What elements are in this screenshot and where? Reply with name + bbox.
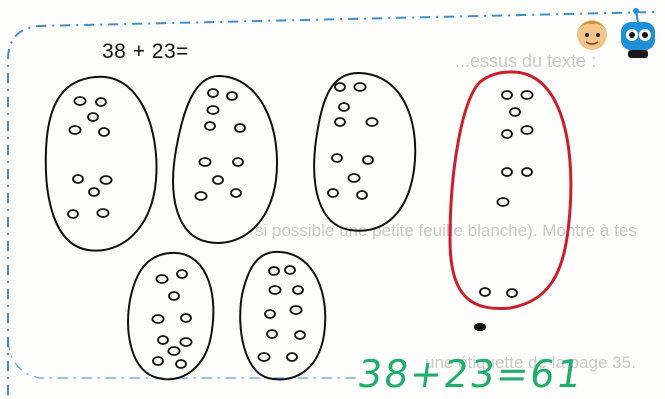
counter-dot — [522, 168, 532, 176]
counter-dot — [521, 91, 532, 99]
counter-dot — [97, 209, 108, 217]
answer-text: 38+23=61 — [355, 352, 586, 396]
counter-dot — [88, 113, 98, 121]
counter-dot — [332, 154, 342, 162]
counter-dot — [497, 198, 508, 206]
counter-dot — [100, 176, 111, 184]
counter-dot — [269, 286, 280, 294]
counter-dot — [366, 118, 377, 126]
counter-dot — [156, 275, 167, 283]
counter-dot — [335, 118, 345, 126]
ink-blob — [474, 323, 486, 331]
counter-dot — [153, 357, 163, 365]
counter-dot — [363, 156, 373, 164]
counter-dot — [169, 292, 179, 300]
ten-group-3 — [314, 73, 415, 231]
counter-dot — [227, 92, 237, 100]
counter-dot — [521, 126, 532, 134]
ten-group-5 — [240, 252, 325, 380]
counter-dot — [235, 124, 245, 132]
counter-dot — [89, 188, 99, 196]
counter-dot — [269, 267, 279, 275]
counter-dot — [208, 89, 218, 97]
counter-dot — [339, 103, 349, 111]
counter-dot — [265, 310, 275, 318]
counter-dot — [176, 360, 186, 368]
ten-group-4 — [128, 253, 213, 379]
counter-dot — [285, 266, 295, 274]
boy-face-icon — [577, 20, 607, 50]
counter-dot — [287, 353, 297, 361]
counter-dot — [180, 338, 191, 346]
counter-dot — [258, 353, 269, 361]
units-red-loop — [450, 72, 571, 309]
counter-dot — [207, 106, 218, 114]
counter-dot — [267, 330, 277, 338]
counter-dot — [205, 122, 215, 130]
counter-dot — [354, 83, 365, 91]
counter-dot — [177, 270, 187, 278]
faint-line-2: si possible une petite feuille blanche).… — [255, 221, 637, 240]
counter-dot — [502, 130, 512, 138]
counter-dot — [69, 126, 80, 134]
counter-dot — [74, 97, 85, 105]
counter-dot — [502, 168, 512, 176]
counter-dot — [158, 336, 168, 344]
counter-dot — [290, 306, 301, 314]
counter-dot — [96, 98, 106, 106]
ten-group-2 — [173, 76, 277, 243]
counter-dot — [181, 314, 191, 322]
counter-dot — [231, 189, 241, 197]
counter-dot — [357, 191, 367, 199]
counter-dot — [168, 347, 179, 355]
counter-dot — [152, 315, 163, 323]
counter-dot — [213, 176, 223, 184]
ten-group-1 — [46, 77, 157, 251]
problem-text: 38 + 23= — [102, 40, 189, 64]
counter-dot — [510, 108, 520, 116]
counter-dot — [195, 192, 206, 200]
counter-dot — [99, 128, 109, 136]
robot-mascot-icon — [621, 8, 655, 58]
counter-dot — [73, 175, 83, 183]
counter-dot — [295, 331, 305, 339]
counter-dot — [328, 189, 338, 197]
counter-dot — [293, 286, 303, 294]
counter-dot — [233, 158, 243, 166]
counter-dot — [335, 83, 345, 91]
counter-dot — [480, 288, 490, 296]
counter-dot — [199, 158, 210, 166]
counter-dot — [507, 289, 517, 297]
counter-dot — [502, 91, 512, 99]
counter-dot — [348, 174, 359, 182]
faint-line-1: ...essus du texte : — [455, 51, 596, 71]
counter-dot — [68, 210, 78, 218]
